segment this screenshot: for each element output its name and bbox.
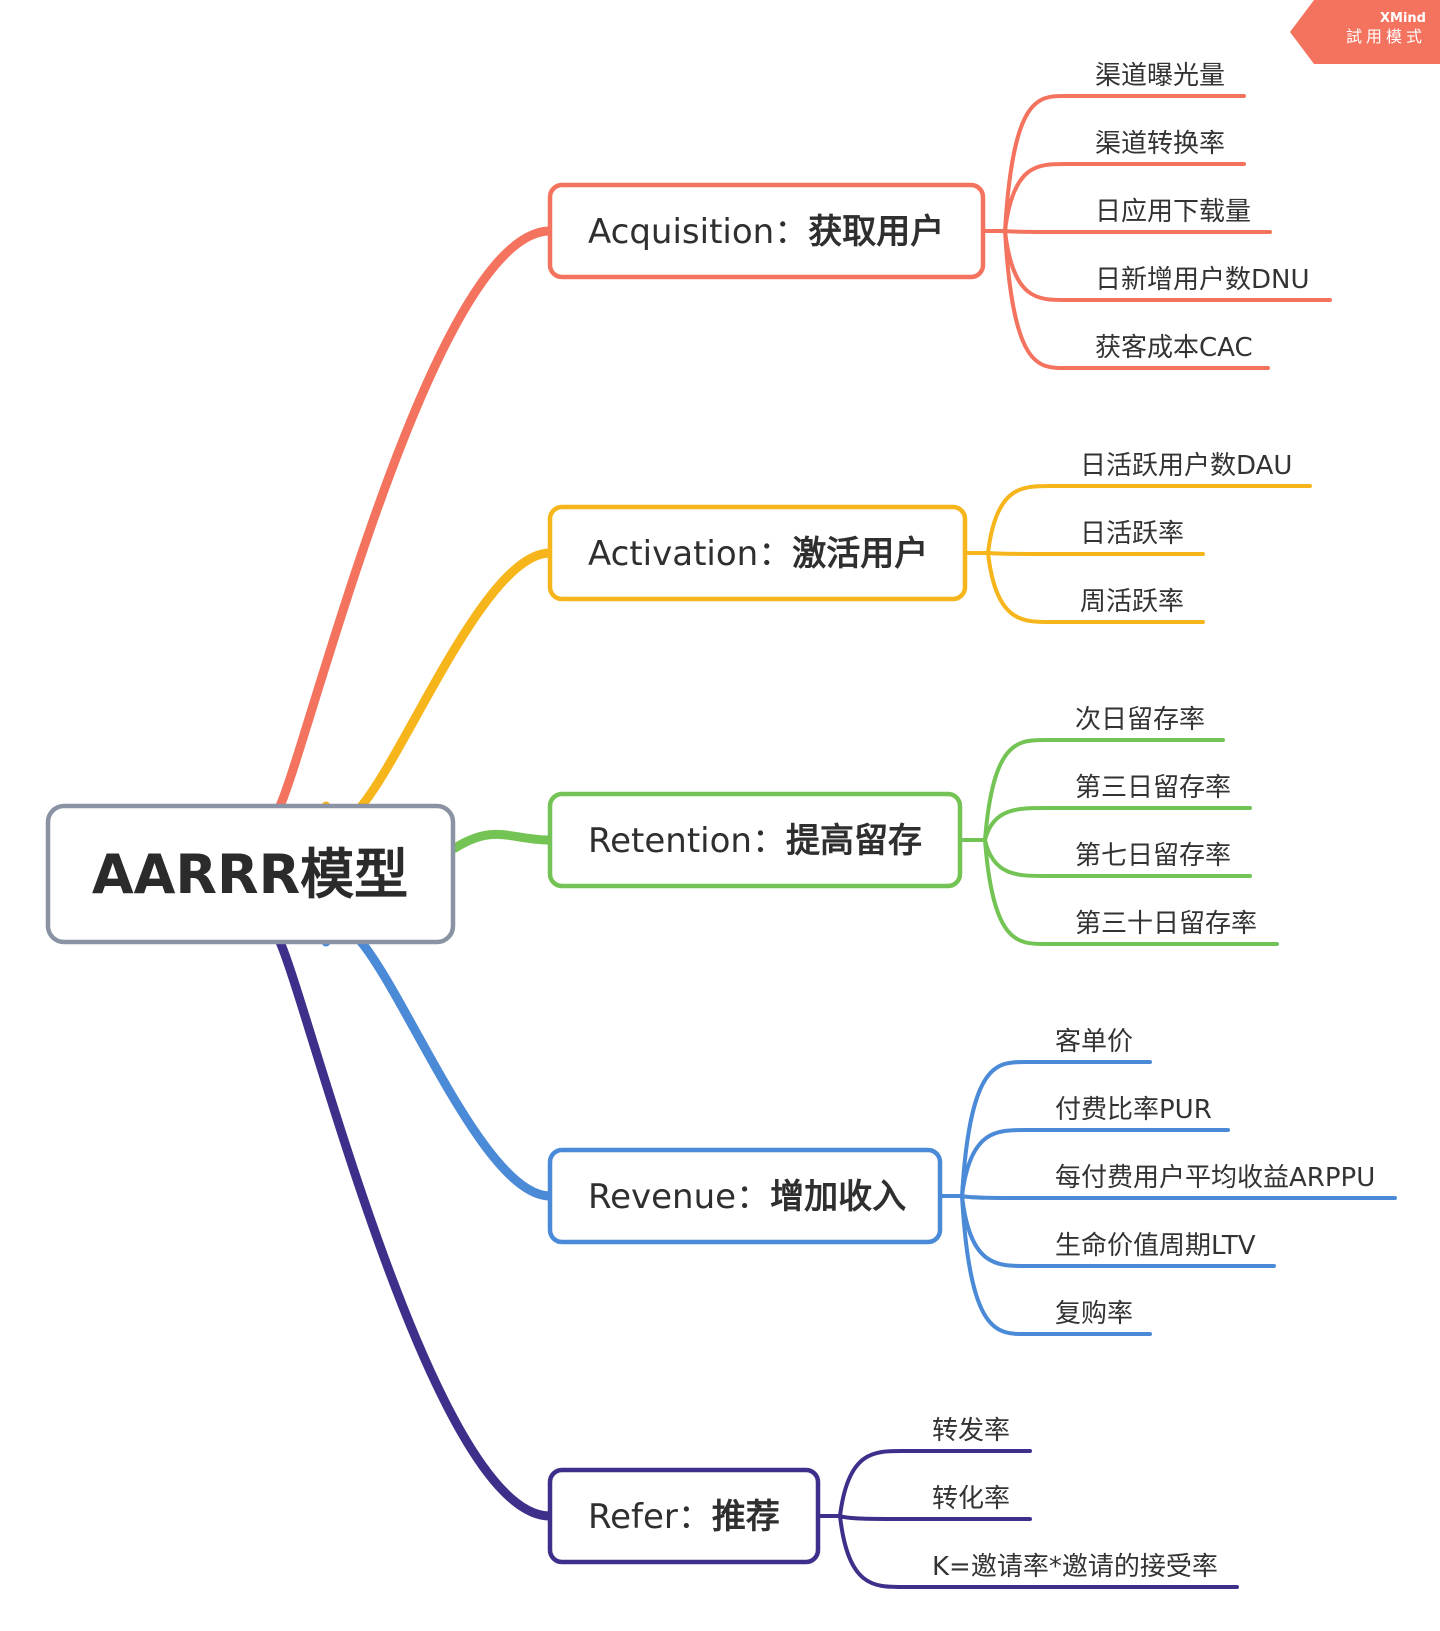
revenue-leaf-connector — [960, 1060, 1152, 1198]
acquisition-leaf-connector — [1003, 162, 1246, 233]
retention-leaf-topic[interactable]: 次日留存率 — [1075, 705, 1205, 735]
refer-label-cn: 推荐 — [712, 1497, 780, 1537]
root-topic[interactable]: AARRR模型 — [45, 803, 456, 945]
acquisition-topic-box[interactable] — [547, 182, 986, 280]
refer-leaf-topic[interactable]: 转化率 — [932, 1484, 1010, 1514]
revenue-label-cn: 增加收入 — [770, 1177, 906, 1217]
retention-leaf-connector — [983, 838, 1279, 946]
revenue-leaf-connector — [960, 1194, 1276, 1268]
refer-leaf-connector — [838, 1514, 1032, 1521]
retention-label-en: Retention： — [588, 821, 786, 861]
connector-root-activation — [321, 548, 555, 827]
revenue-leaf-topic[interactable]: 生命价值周期LTV — [1055, 1231, 1256, 1261]
revenue-leaf-topic[interactable]: 客单价 — [1055, 1027, 1133, 1057]
activation-leaf-topic[interactable]: 日活跃率 — [1080, 519, 1184, 549]
retention-leaf-connector — [983, 838, 1252, 878]
refer-topic-box[interactable] — [547, 1467, 821, 1565]
revenue-leaf-connector — [960, 1194, 1152, 1336]
revenue-topic-label: Revenue：增加收入 — [588, 1177, 906, 1217]
acquisition-leaf-topic[interactable]: 日新增用户数DNU — [1095, 265, 1310, 295]
refer-topic-label: Refer：推荐 — [588, 1497, 780, 1537]
activation-label-cn: 激活用户 — [792, 534, 928, 574]
revenue-leaf-topic[interactable]: 复购率 — [1055, 1299, 1133, 1329]
acquisition-topic-label: Acquisition：获取用户 — [588, 212, 944, 252]
retention-label-cn: 提高留存 — [786, 821, 922, 861]
activation-leaf-connector — [986, 551, 1205, 556]
acquisition-leaf-topic[interactable]: 获客成本CAC — [1095, 333, 1253, 363]
refer-leaf-topic[interactable]: 转发率 — [932, 1416, 1010, 1446]
connector-root-revenue — [321, 921, 555, 1201]
refer-leaf-topic[interactable]: K=邀请率*邀请的接受率 — [932, 1552, 1218, 1582]
activation-topic-box[interactable] — [547, 504, 968, 602]
revenue-leaf-topic[interactable]: 每付费用户平均收益ARPPU — [1055, 1163, 1375, 1193]
revenue-leaf-connector — [960, 1194, 1397, 1200]
retention-leaf-connector — [983, 806, 1252, 842]
retention-topic-box[interactable] — [547, 791, 963, 889]
activation-leaf-connector — [986, 551, 1205, 624]
connector-root-refer — [275, 937, 555, 1521]
refer-leaf-connector — [838, 1514, 1239, 1589]
activation-leaf-topic[interactable]: 日活跃用户数DAU — [1080, 451, 1292, 481]
acquisition-leaf-topic[interactable]: 日应用下载量 — [1095, 197, 1251, 227]
badge-mode-label: 試用模式 — [1345, 27, 1426, 46]
retention-topic-label: Retention：提高留存 — [588, 821, 922, 861]
acquisition-leaf-topic[interactable]: 渠道曝光量 — [1095, 61, 1225, 91]
acquisition-leaf-connector — [1003, 229, 1332, 302]
acquisition-leaf-connector — [1003, 229, 1270, 370]
root-topic-label: AARRR模型 — [92, 843, 408, 906]
activation-leaf-connector — [986, 484, 1312, 555]
connector-root-acquisition — [275, 226, 555, 811]
trial-mode-badge[interactable]: XMind 試用模式 — [1290, 0, 1440, 64]
badge-brand-label: XMind — [1380, 11, 1426, 26]
acquisition-leaf-topic[interactable]: 渠道转换率 — [1095, 129, 1225, 159]
revenue-leaf-connector — [960, 1128, 1230, 1198]
activation-label-en: Activation： — [588, 534, 792, 574]
retention-leaf-connector — [983, 738, 1225, 842]
retention-leaf-topic[interactable]: 第七日留存率 — [1075, 841, 1231, 871]
retention-leaf-topic[interactable]: 第三十日留存率 — [1075, 909, 1257, 939]
revenue-label-en: Revenue： — [588, 1177, 770, 1217]
revenue-leaf-topic[interactable]: 付费比率PUR — [1055, 1095, 1212, 1125]
retention-leaf-topic[interactable]: 第三日留存率 — [1075, 773, 1231, 803]
activation-topic-label: Activation：激活用户 — [588, 534, 928, 574]
acquisition-leaf-connector — [1003, 229, 1272, 234]
refer-leaf-connector — [838, 1449, 1032, 1518]
refer-label-en: Refer： — [588, 1497, 712, 1537]
acquisition-label-cn: 获取用户 — [808, 212, 944, 252]
acquisition-leaf-connector — [1003, 94, 1246, 233]
connector-root-retention — [450, 829, 555, 853]
acquisition-label-en: Acquisition： — [588, 212, 808, 252]
revenue-topic-box[interactable] — [547, 1147, 943, 1245]
activation-leaf-topic[interactable]: 周活跃率 — [1080, 587, 1184, 617]
root-topic-box[interactable] — [45, 803, 456, 945]
